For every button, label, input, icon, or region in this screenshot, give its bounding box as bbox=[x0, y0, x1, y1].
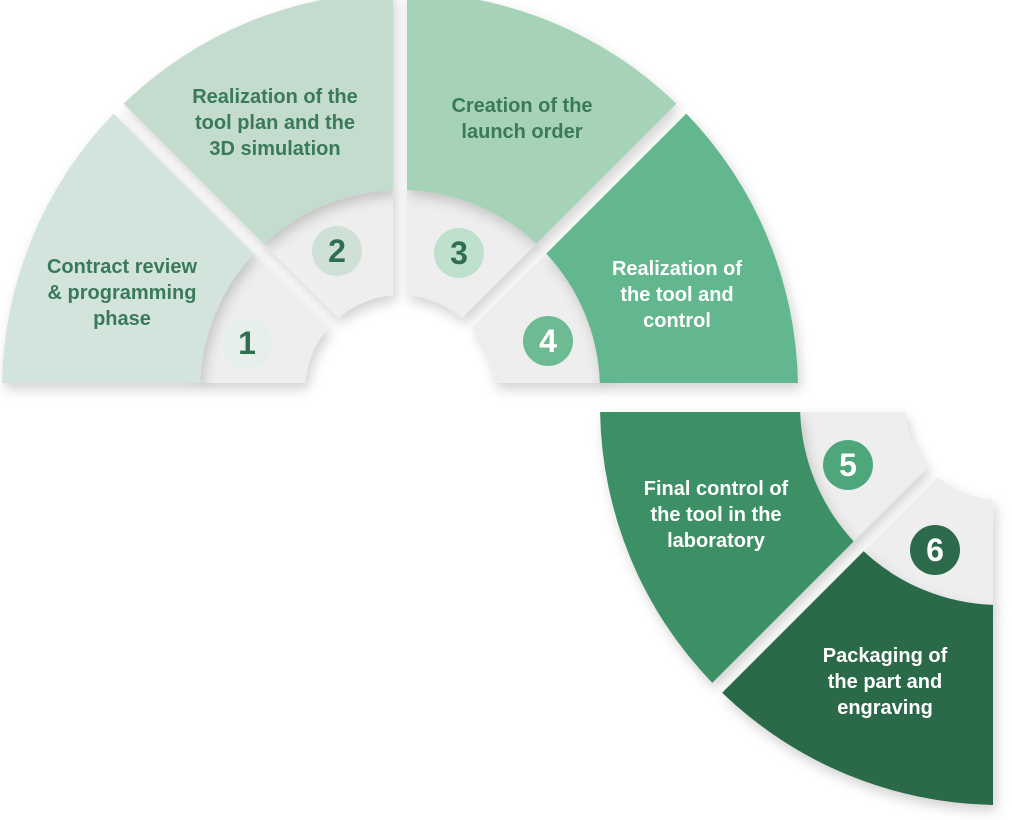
step-number: 5 bbox=[839, 447, 857, 483]
step-label-line: & programming bbox=[48, 282, 197, 304]
step-number: 2 bbox=[328, 233, 346, 269]
step-3: 3 Creation of the launch order bbox=[406, 0, 677, 319]
step-label-line: the part and bbox=[828, 671, 942, 693]
step-label-line: engraving bbox=[837, 697, 933, 719]
step-2: 2 Realization of the tool plan and the 3D s… bbox=[123, 0, 394, 319]
step-number: 3 bbox=[450, 235, 468, 271]
step-number-badge bbox=[434, 228, 484, 278]
step-segment bbox=[600, 411, 854, 683]
step-number-badge bbox=[523, 316, 573, 366]
step-label-line: Packaging of bbox=[823, 645, 948, 667]
step-1: 1 Contract review & programming phase bbox=[2, 113, 329, 384]
step-segment bbox=[123, 0, 394, 244]
step-label-line: launch order bbox=[461, 121, 582, 143]
step-label-line: laboratory bbox=[667, 530, 766, 552]
step-label-line: Final control of bbox=[644, 478, 789, 500]
step-4: 4 Realization of the tool and control bbox=[471, 113, 798, 384]
step-label-line: control bbox=[643, 310, 711, 332]
step-label-line: the tool and bbox=[620, 284, 733, 306]
step-label-line: 3D simulation bbox=[209, 138, 340, 160]
step-segment bbox=[722, 551, 994, 805]
step-number: 6 bbox=[926, 532, 944, 568]
step-label-line: Realization of the bbox=[192, 86, 358, 108]
step-label-line: tool plan and the bbox=[195, 112, 355, 134]
step-segment bbox=[546, 113, 798, 384]
step-segment bbox=[2, 113, 254, 384]
step-label-line: phase bbox=[93, 308, 151, 330]
step-label-line: Creation of the bbox=[451, 95, 592, 117]
step-segment bbox=[406, 0, 677, 244]
step-label-line: Realization of bbox=[612, 258, 742, 280]
step-number-badge bbox=[312, 226, 362, 276]
step-number-badge bbox=[823, 440, 873, 490]
step-label-line: Contract review bbox=[47, 256, 197, 278]
step-number-badge bbox=[910, 525, 960, 575]
step-label-line: the tool in the bbox=[650, 504, 781, 526]
step-number-badge bbox=[222, 318, 272, 368]
step-number: 1 bbox=[238, 325, 256, 361]
step-number: 4 bbox=[539, 323, 557, 359]
